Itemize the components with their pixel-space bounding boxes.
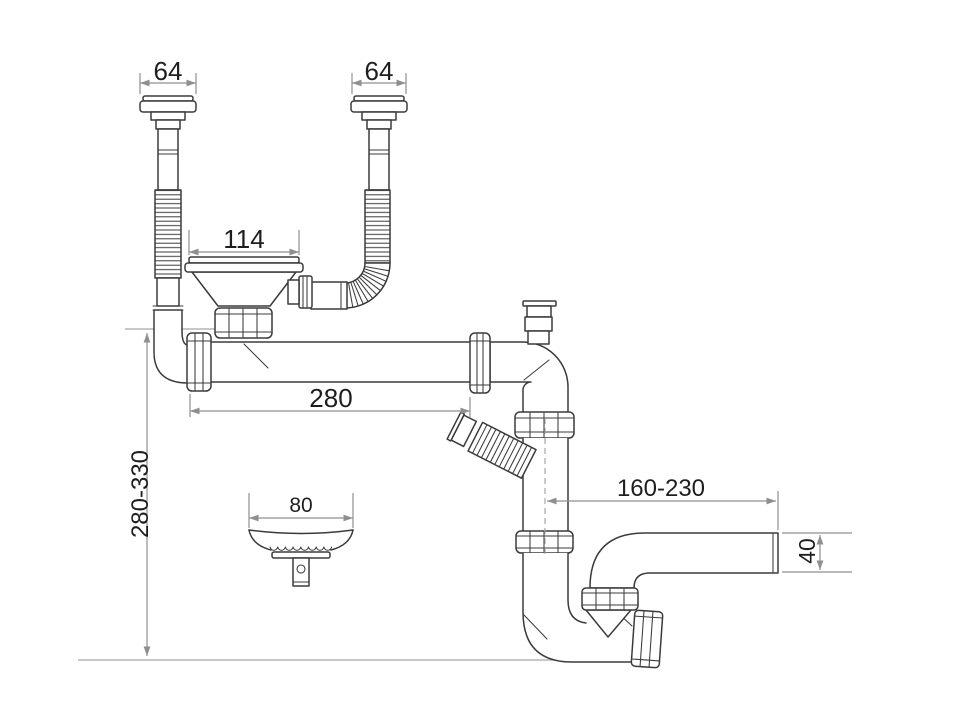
right-corrugated-hose xyxy=(364,189,391,264)
trap-outlet-nut xyxy=(630,609,664,669)
outlet-pipe xyxy=(589,532,779,589)
dishwasher-inlet-spigot xyxy=(446,411,537,479)
corrugated-bend-ribs xyxy=(347,265,390,308)
left-coupling-nut xyxy=(186,332,212,392)
strainer-cone xyxy=(191,271,297,307)
dimension-label: 40 xyxy=(794,538,820,564)
left-elbow xyxy=(153,309,189,384)
sink-strainer-assembly xyxy=(184,256,304,339)
left-overflow-tube xyxy=(157,128,179,191)
strainer-flange xyxy=(188,256,300,264)
basket-stem xyxy=(292,557,310,587)
dimension-left-overflow: 64 xyxy=(139,56,197,94)
dimension-label: 280-330 xyxy=(127,450,154,538)
trap-assembly xyxy=(522,552,664,669)
strainer-coupling-nut xyxy=(214,307,273,339)
right-overflow-assembly xyxy=(298,95,408,310)
dimension-label: 280 xyxy=(309,383,352,413)
dimension-waste-pipe: 280 xyxy=(189,383,471,417)
dimension-outlet-projection: 160-230 xyxy=(544,418,779,558)
left-corrugated-hose xyxy=(154,189,182,279)
dimension-label: 160-230 xyxy=(617,475,705,502)
trap-branch-nut xyxy=(581,587,639,611)
dimension-label: 114 xyxy=(223,224,264,254)
dimension-installation-height: 280-330 xyxy=(127,333,154,656)
waste-pipe xyxy=(204,341,473,383)
dimension-label: 64 xyxy=(154,56,183,86)
upper-slip-nut xyxy=(514,411,575,439)
vent-spigot xyxy=(522,300,557,345)
elbow-tee-assembly xyxy=(489,300,569,415)
hose-adapter-nut xyxy=(298,275,313,309)
strainer-side-inlet xyxy=(287,279,300,305)
right-coupling-nut xyxy=(469,332,491,394)
dimension-outlet-diameter: 40 xyxy=(782,532,852,573)
left-overflow-assembly xyxy=(139,95,197,384)
dimension-basket: 80 xyxy=(248,493,354,528)
right-overflow-tube xyxy=(368,128,390,191)
dimension-strainer-flange: 114 xyxy=(188,224,300,256)
basket-strainer xyxy=(248,529,354,587)
dimension-right-overflow: 64 xyxy=(351,56,407,94)
dimension-label: 64 xyxy=(365,56,394,86)
dimension-label: 80 xyxy=(289,494,312,517)
